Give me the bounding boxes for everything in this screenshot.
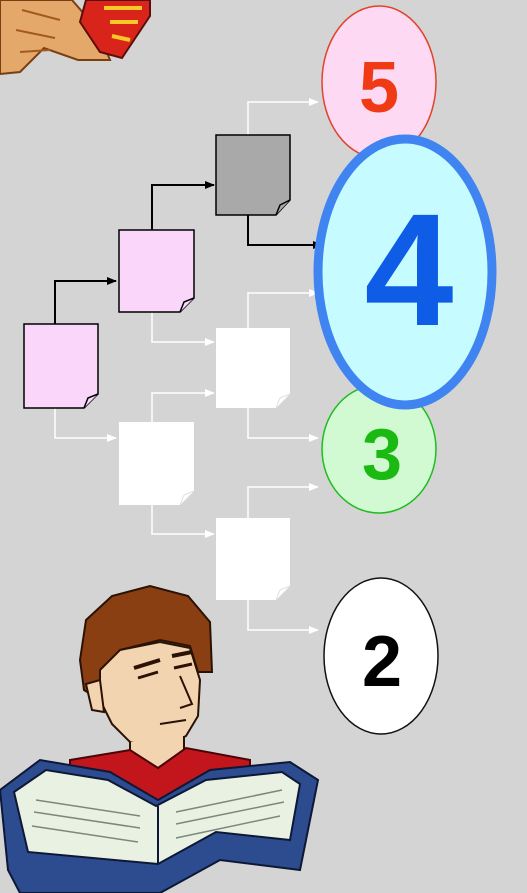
document-white-level3-upper: [216, 328, 290, 408]
hand-with-sleeve-illustration: [0, 0, 150, 74]
document-white-level2: [119, 422, 194, 505]
grade-two-badge: 2: [324, 578, 438, 734]
document-white-level3-lower: [216, 518, 290, 600]
grade-five-label: 5: [359, 48, 399, 128]
document-pink-level2: [119, 230, 194, 312]
document-pink-level1: [24, 324, 98, 408]
grade-five-badge: 5: [322, 6, 436, 158]
grade-four-label: 4: [365, 180, 454, 359]
grade-three-label: 3: [362, 415, 402, 495]
student-reading-book-illustration: [0, 586, 318, 893]
document-gray-level3: [216, 135, 290, 215]
grade-two-label: 2: [362, 622, 402, 702]
grade-four-badge: 4: [318, 139, 492, 405]
